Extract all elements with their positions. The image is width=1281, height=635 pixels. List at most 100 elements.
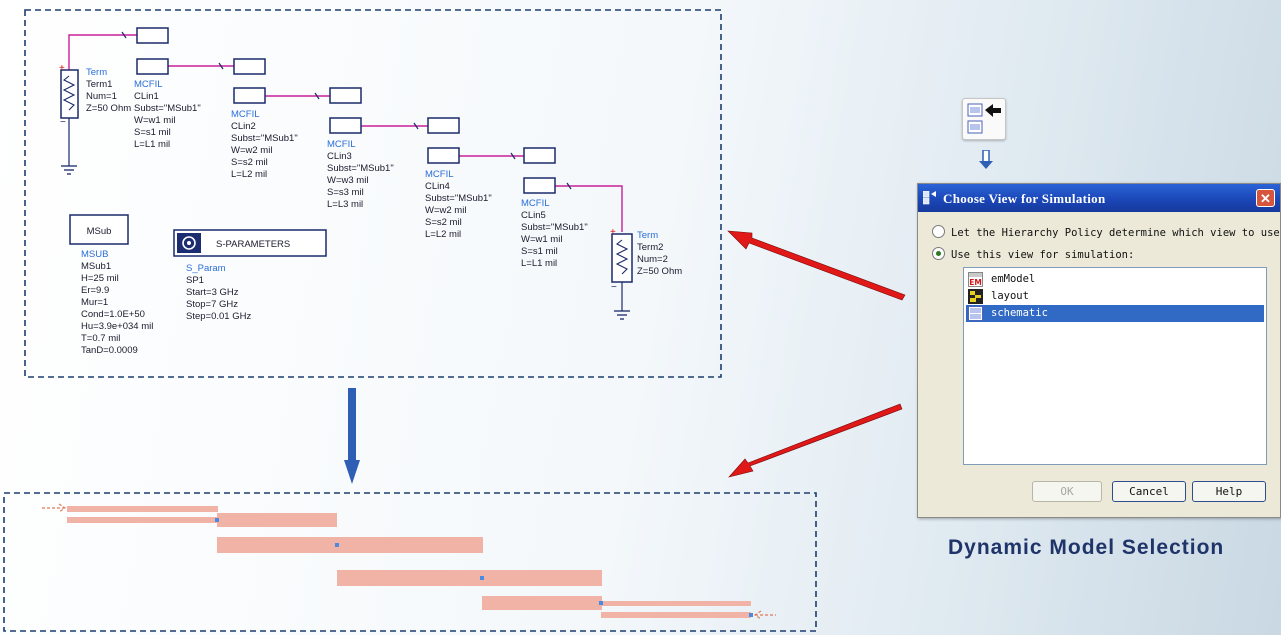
msub-box [69, 214, 129, 245]
clin5-type: MCFIL [521, 198, 550, 209]
svg-text:EM: EM [969, 278, 982, 286]
clin2-type: MCFIL [231, 109, 260, 120]
component-boxes [136, 27, 556, 194]
view-list-item-emmodel[interactable]: EM emModel [966, 271, 1264, 288]
schematic-icon [968, 306, 983, 321]
sparam-type: S_Param [186, 263, 226, 274]
msub-param: Er=9.9 [81, 285, 109, 296]
down-arrow-icon [978, 149, 994, 170]
schematic-frame [24, 9, 722, 378]
red-arrows [727, 230, 906, 478]
msub-type: MSUB [81, 249, 108, 260]
term2-name: Term2 [637, 242, 663, 253]
svg-text:−: − [60, 117, 66, 128]
layout-port-arrows [42, 503, 776, 620]
msub-param: Cond=1.0E+50 [81, 309, 145, 320]
clin2-w: W=w2 mil [231, 145, 272, 156]
view-label: layout [991, 290, 1029, 302]
clin2-name: CLin2 [231, 121, 256, 132]
msub-param: Mur=1 [81, 297, 108, 308]
clin4-name: CLin4 [425, 181, 450, 192]
radio-off-icon [932, 225, 945, 238]
clin4-s: S=s2 mil [425, 217, 462, 228]
sparam-name: SP1 [186, 275, 204, 286]
cancel-button[interactable]: Cancel [1112, 481, 1186, 502]
clin2-l: L=L2 mil [231, 169, 267, 180]
clin1-w: W=w1 mil [134, 115, 175, 126]
choose-view-dialog: Choose View for Simulation ✕ Let the Hie… [917, 183, 1281, 518]
sparam-box-label: S-PARAMETERS [216, 239, 290, 250]
close-icon: ✕ [1260, 191, 1271, 206]
msub-param: T=0.7 mil [81, 333, 120, 344]
view-list-item-layout[interactable]: layout [966, 288, 1264, 305]
em-model-icon: EM [968, 272, 983, 287]
view-label: emModel [991, 273, 1036, 285]
clin5-w: W=w1 mil [521, 234, 562, 245]
clin1-subst: Subst="MSub1" [134, 103, 201, 114]
msub-box-label: MSub [87, 226, 112, 237]
caption: Dynamic Model Selection [948, 536, 1225, 559]
clin1-s: S=s1 mil [134, 127, 171, 138]
dialog-app-icon [922, 190, 937, 205]
choose-view-toolbar-button[interactable] [962, 98, 1006, 140]
clin4-subst: Subst="MSub1" [425, 193, 492, 204]
layout-pins [215, 518, 753, 617]
view-label: schematic [991, 307, 1048, 319]
clin5-subst: Subst="MSub1" [521, 222, 588, 233]
clin3-name: CLin3 [327, 151, 352, 162]
term1-symbol: + − [59, 63, 79, 175]
clin1-name: CLin1 [134, 91, 159, 102]
layout-frame [3, 492, 817, 632]
sparam-param: Start=3 GHz [186, 287, 239, 298]
term1-num: Num=1 [86, 91, 117, 102]
msub-param: H=25 mil [81, 273, 119, 284]
clin3-subst: Subst="MSub1" [327, 163, 394, 174]
clin5-name: CLin5 [521, 210, 546, 221]
sparam-param: Step=0.01 GHz [186, 311, 251, 322]
layout-icon [968, 289, 983, 304]
help-button[interactable]: Help [1192, 481, 1266, 502]
sparam-param: Stop=7 GHz [186, 299, 238, 310]
radio-hierarchy-policy-label: Let the Hierarchy Policy determine which… [951, 227, 1280, 239]
clin3-l: L=L3 mil [327, 199, 363, 210]
sparam-icon [177, 233, 201, 253]
msub-param: TanD=0.0009 [81, 345, 138, 356]
close-button[interactable]: ✕ [1256, 189, 1275, 207]
radio-use-view-label: Use this view for simulation: [951, 249, 1135, 261]
radio-hierarchy-policy[interactable]: Let the Hierarchy Policy determine which… [932, 225, 1280, 239]
ok-button[interactable]: OK [1032, 481, 1102, 502]
term1-z: Z=50 Ohm [86, 103, 131, 114]
msub-param: Hu=3.9e+034 mil [81, 321, 153, 332]
view-list-item-schematic[interactable]: schematic [966, 305, 1264, 322]
term1-type: Term [86, 67, 107, 78]
clin4-type: MCFIL [425, 169, 454, 180]
clin4-l: L=L2 mil [425, 229, 461, 240]
clin2-subst: Subst="MSub1" [231, 133, 298, 144]
clin3-type: MCFIL [327, 139, 356, 150]
clin3-w: W=w3 mil [327, 175, 368, 186]
term2-type: Term [637, 230, 658, 241]
port-ticks [121, 31, 572, 190]
svg-text:+: + [610, 227, 616, 238]
term2-symbol: + − [610, 227, 633, 320]
down-arrow [344, 388, 360, 484]
svg-text:+: + [59, 63, 65, 74]
clin5-l: L=L1 mil [521, 258, 557, 269]
dialog-title: Choose View for Simulation [943, 191, 1106, 206]
term2-z: Z=50 Ohm [637, 266, 682, 277]
clin3-s: S=s3 mil [327, 187, 364, 198]
svg-text:−: − [611, 282, 617, 293]
radio-use-view[interactable]: Use this view for simulation: [932, 247, 1134, 261]
clin1-l: L=L1 mil [134, 139, 170, 150]
wires [68, 34, 623, 232]
clin1-type: MCFIL [134, 79, 163, 90]
clin4-w: W=w2 mil [425, 205, 466, 216]
term2-num: Num=2 [637, 254, 668, 265]
dialog-title-bar[interactable]: Choose View for Simulation ✕ [918, 184, 1280, 212]
view-list[interactable]: EM emModel layout schematic [963, 267, 1267, 465]
term1-name: Term1 [86, 79, 112, 90]
layout-strips [67, 506, 751, 618]
clin2-s: S=s2 mil [231, 157, 268, 168]
msub-name: MSub1 [81, 261, 111, 272]
